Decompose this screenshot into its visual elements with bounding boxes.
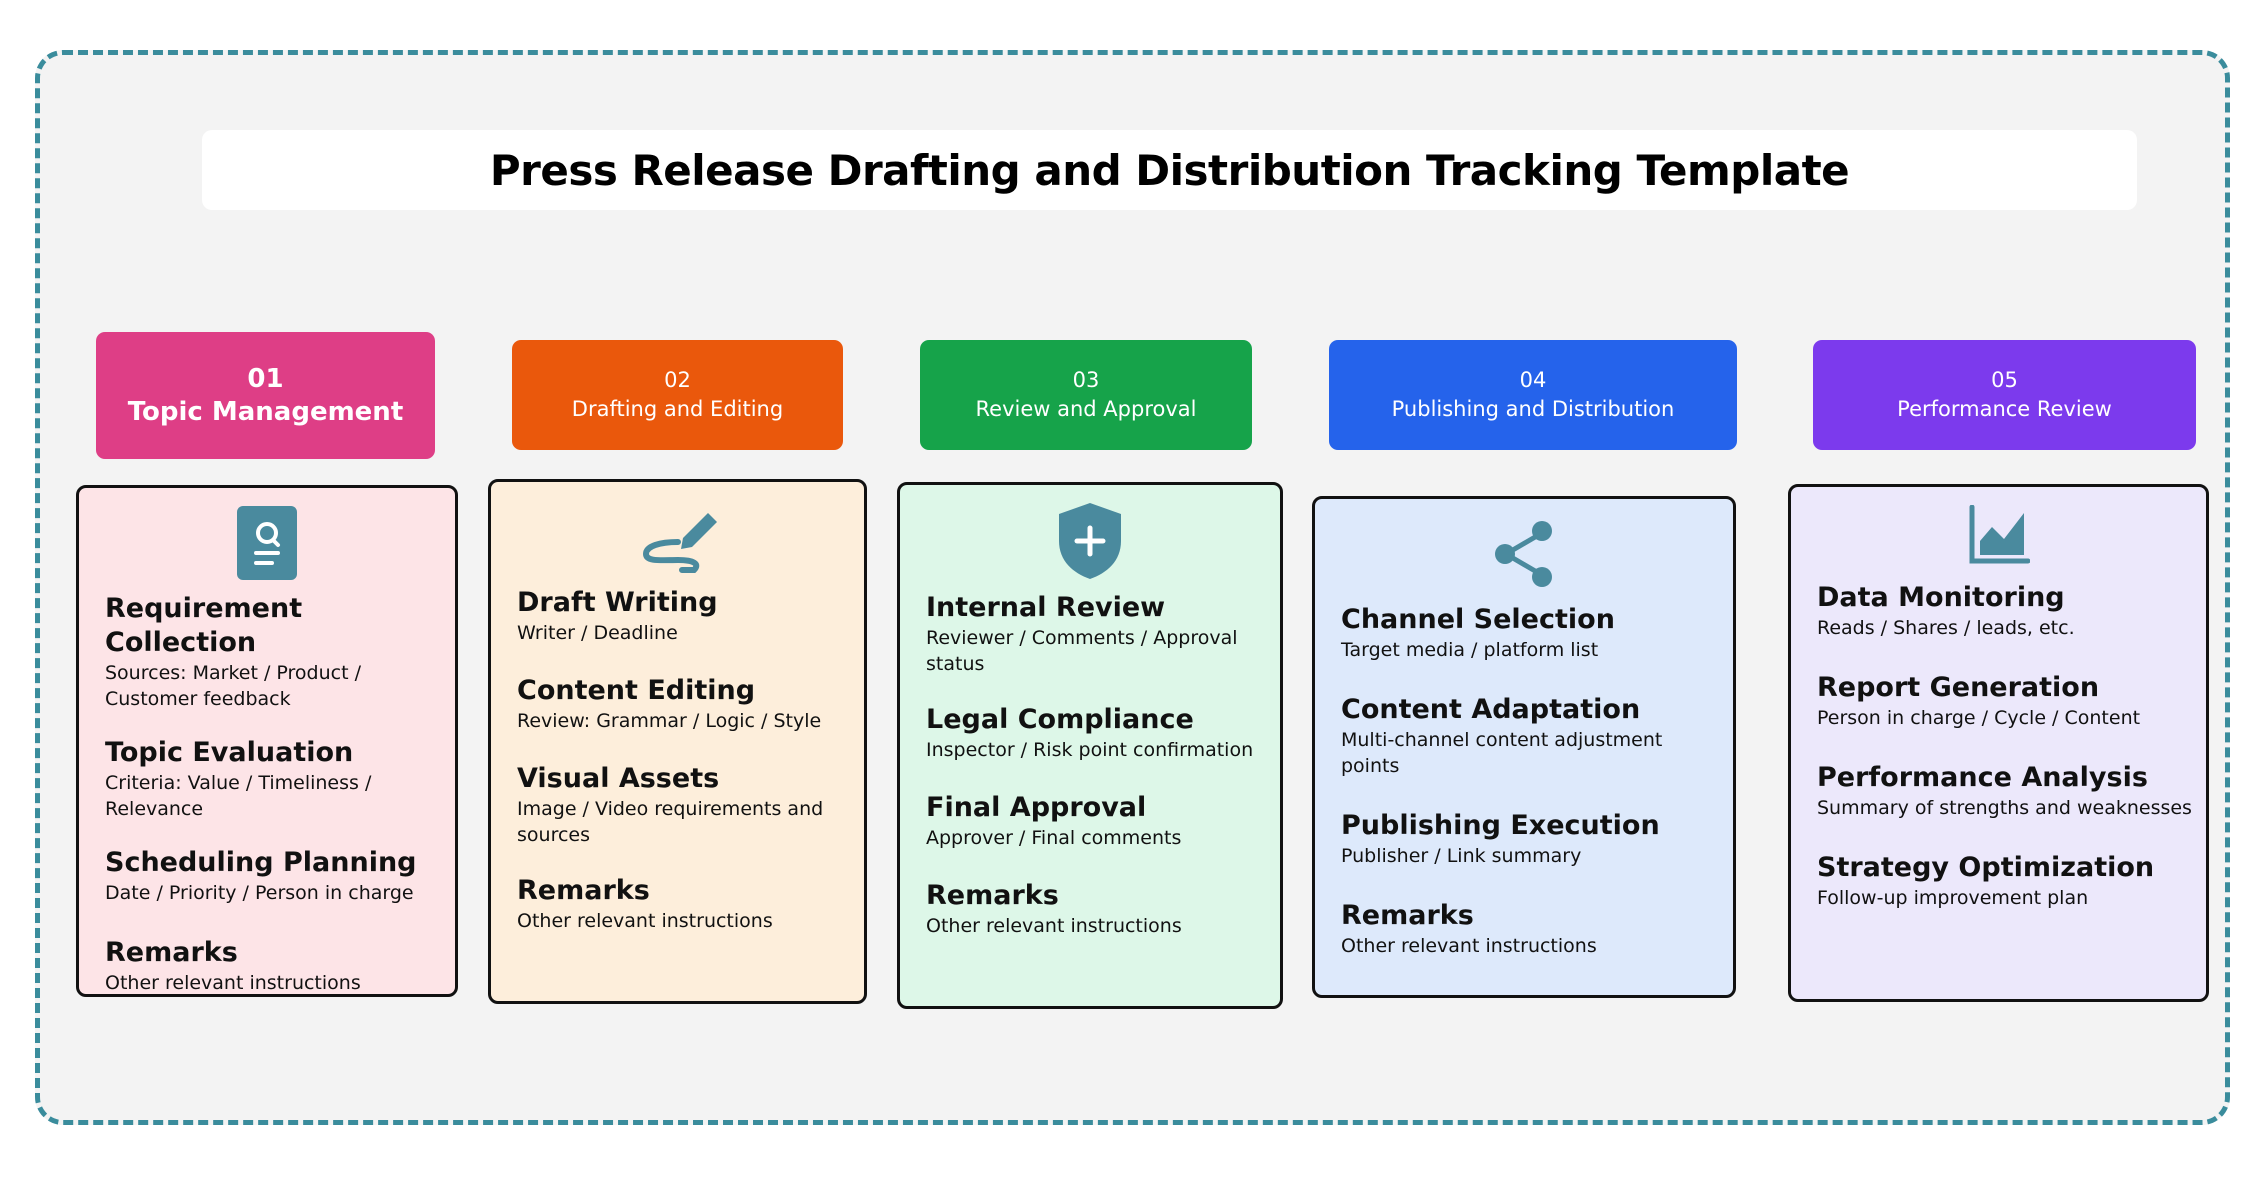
stage-number: 02 <box>664 368 691 392</box>
stage-number: 04 <box>1519 368 1547 392</box>
stage-number: 05 <box>1991 368 2018 392</box>
pen-signature-icon <box>491 498 864 574</box>
item-heading: Requirement Collection <box>105 593 303 658</box>
item-description: Multi-channel content adjustment points <box>1341 729 1663 777</box>
item-heading: Remarks <box>926 880 1059 911</box>
list-item: Report Generation Person in charge / Cyc… <box>1817 671 2192 731</box>
list-item: Strategy Optimization Follow-up improvem… <box>1817 851 2192 911</box>
stage-header-1: 01 Topic Management <box>96 332 435 459</box>
list-item: Content Adaptation Multi-channel content… <box>1341 693 1719 779</box>
list-item: Remarks Other relevant instructions <box>105 936 441 996</box>
item-description: Sources: Market / Product / Customer fee… <box>105 662 361 710</box>
item-description: Image / Video requirements and sources <box>517 798 824 846</box>
item-description: Reads / Shares / leads, etc. <box>1817 617 2075 639</box>
item-description: Approver / Final comments <box>926 827 1182 849</box>
item-heading: Content Adaptation <box>1341 694 1641 725</box>
stage-header-5: 05 Performance Review <box>1813 340 2196 450</box>
area-chart-icon <box>1791 505 2206 565</box>
item-description: Other relevant instructions <box>1341 935 1597 957</box>
item-heading: Final Approval <box>926 792 1147 823</box>
list-item: Performance Analysis Summary of strength… <box>1817 761 2192 821</box>
stage-number: 01 <box>247 363 284 394</box>
share-icon <box>1315 519 1733 589</box>
item-heading: Visual Assets <box>517 763 720 794</box>
item-heading: Draft Writing <box>517 587 718 618</box>
list-item: Requirement Collection Sources: Market /… <box>105 592 441 712</box>
list-item: Final Approval Approver / Final comments <box>926 791 1266 851</box>
item-heading: Report Generation <box>1817 672 2100 703</box>
stage-label: Topic Management <box>127 396 404 427</box>
list-item: Draft Writing Writer / Deadline <box>517 586 850 646</box>
list-item: Internal Review Reviewer / Comments / Ap… <box>926 591 1266 677</box>
item-heading: Internal Review <box>926 592 1166 623</box>
item-heading: Scheduling Planning <box>105 847 417 878</box>
list-item: Remarks Other relevant instructions <box>517 874 850 934</box>
stage-label: Review and Approval <box>975 397 1197 421</box>
list-item: Content Editing Review: Grammar / Logic … <box>517 674 850 734</box>
item-description: Summary of strengths and weaknesses <box>1817 797 2192 819</box>
stage-card-1: Requirement Collection Sources: Market /… <box>76 485 458 997</box>
title-bar: Press Release Drafting and Distribution … <box>202 130 2137 210</box>
item-heading: Content Editing <box>517 675 756 706</box>
page-title: Press Release Drafting and Distribution … <box>489 145 1850 195</box>
item-description: Publisher / Link summary <box>1341 845 1582 867</box>
item-heading: Topic Evaluation <box>105 737 354 768</box>
item-list: Data Monitoring Reads / Shares / leads, … <box>1817 581 2192 937</box>
list-item: Data Monitoring Reads / Shares / leads, … <box>1817 581 2192 641</box>
stage-card-5: Data Monitoring Reads / Shares / leads, … <box>1788 484 2209 1002</box>
shield-plus-icon <box>900 501 1280 581</box>
stage-number: 03 <box>1072 368 1100 392</box>
stage-header-4: 04 Publishing and Distribution <box>1329 340 1737 450</box>
list-item: Channel Selection Target media / platfor… <box>1341 603 1719 663</box>
item-description: Review: Grammar / Logic / Style <box>517 710 822 732</box>
item-heading: Remarks <box>1341 900 1474 931</box>
list-item: Legal Compliance Inspector / Risk point … <box>926 703 1266 763</box>
item-list: Channel Selection Target media / platfor… <box>1341 603 1719 985</box>
list-item: Remarks Other relevant instructions <box>926 879 1266 939</box>
item-list: Internal Review Reviewer / Comments / Ap… <box>926 591 1266 965</box>
item-heading: Remarks <box>105 937 238 968</box>
stage-label: Performance Review <box>1897 397 2112 421</box>
list-item: Publishing Execution Publisher / Link su… <box>1341 809 1719 869</box>
list-item: Topic Evaluation Criteria: Value / Timel… <box>105 736 441 822</box>
list-item: Remarks Other relevant instructions <box>1341 899 1719 959</box>
item-list: Draft Writing Writer / Deadline Content … <box>517 586 850 960</box>
item-list: Requirement Collection Sources: Market /… <box>105 592 441 1022</box>
list-item: Scheduling Planning Date / Priority / Pe… <box>105 846 441 906</box>
stage-label: Publishing and Distribution <box>1391 397 1675 421</box>
item-description: Writer / Deadline <box>517 622 678 644</box>
item-heading: Remarks <box>517 875 650 906</box>
item-heading: Channel Selection <box>1341 604 1615 635</box>
item-description: Criteria: Value / Timeliness / Relevance <box>105 772 372 820</box>
item-description: Other relevant instructions <box>105 972 361 994</box>
item-heading: Strategy Optimization <box>1817 852 2155 883</box>
item-description: Target media / platform list <box>1341 639 1599 661</box>
document-search-icon <box>79 505 455 581</box>
item-description: Person in charge / Cycle / Content <box>1817 707 2141 729</box>
item-heading: Data Monitoring <box>1817 582 2065 613</box>
stage-label: Drafting and Editing <box>571 397 784 421</box>
item-description: Other relevant instructions <box>517 910 773 932</box>
stage-card-3: Internal Review Reviewer / Comments / Ap… <box>897 482 1283 1009</box>
stage-header-2: 02 Drafting and Editing <box>512 340 843 450</box>
stage-card-2: Draft Writing Writer / Deadline Content … <box>488 479 867 1004</box>
item-description: Reviewer / Comments / Approval status <box>926 627 1238 675</box>
stage-header-3: 03 Review and Approval <box>920 340 1252 450</box>
list-item: Visual Assets Image / Video requirements… <box>517 762 850 848</box>
item-heading: Performance Analysis <box>1817 762 2148 793</box>
item-heading: Legal Compliance <box>926 704 1194 735</box>
item-description: Date / Priority / Person in charge <box>105 882 414 904</box>
item-description: Inspector / Risk point confirmation <box>926 739 1254 761</box>
item-description: Follow-up improvement plan <box>1817 887 2089 909</box>
item-description: Other relevant instructions <box>926 915 1182 937</box>
item-heading: Publishing Execution <box>1341 810 1660 841</box>
stage-card-4: Channel Selection Target media / platfor… <box>1312 496 1736 998</box>
